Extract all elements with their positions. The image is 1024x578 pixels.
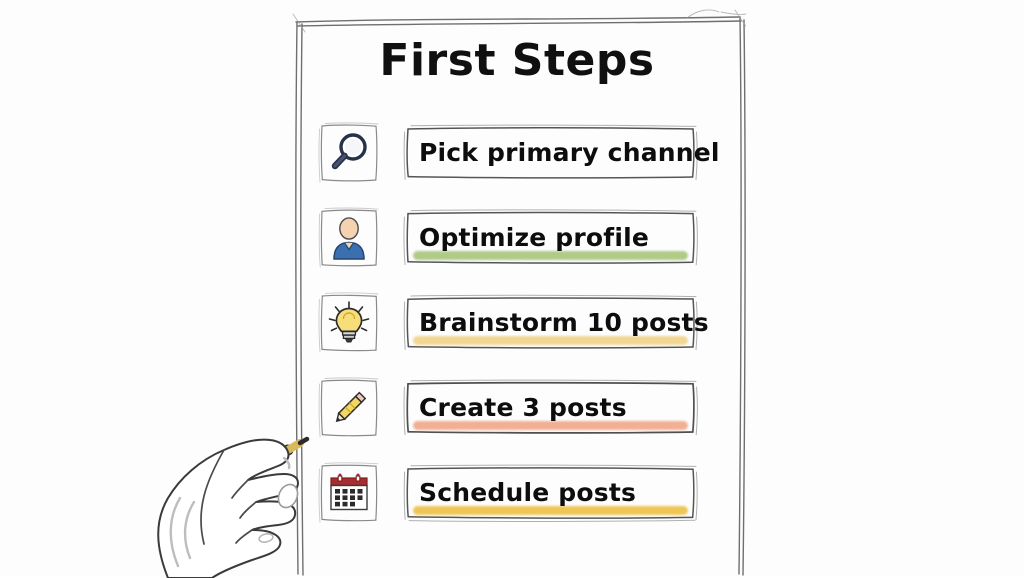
label-highlight [413, 421, 688, 430]
icon-container [318, 207, 380, 269]
checklist-label: Create 3 posts [419, 392, 627, 422]
label-highlight [413, 251, 688, 260]
label-container[interactable]: Create 3 posts [403, 379, 698, 437]
checklist-row[interactable]: Pick primary channel [318, 122, 720, 188]
icon-container [318, 292, 380, 354]
label-container[interactable]: Brainstorm 10 posts [403, 294, 709, 352]
magnifying-glass-icon [331, 133, 367, 170]
label-container[interactable]: Pick primary channel [403, 124, 720, 182]
checklist-row[interactable]: Optimize profile [318, 207, 698, 273]
label-highlight [413, 506, 688, 515]
checklist-row[interactable]: Schedule posts [318, 462, 698, 528]
checklist-label: Pick primary channel [419, 137, 720, 167]
calendar-icon [330, 473, 368, 511]
icon-container [318, 122, 380, 184]
checklist-row[interactable]: Create 3 posts [318, 377, 698, 443]
label-container[interactable]: Schedule posts [403, 464, 698, 522]
checklist-label: Brainstorm 10 posts [419, 307, 709, 337]
checklist-label: Schedule posts [419, 477, 637, 507]
icon-container [318, 462, 380, 524]
checklist-row[interactable]: Brainstorm 10 posts [318, 292, 709, 358]
board-title: First Steps [379, 35, 655, 86]
pen-icon [176, 436, 310, 516]
person-avatar-icon [333, 217, 365, 260]
label-container[interactable]: Optimize profile [403, 209, 698, 267]
checklist-label: Optimize profile [419, 222, 650, 252]
pencil-icon [335, 391, 367, 423]
icon-container [318, 377, 380, 439]
label-highlight [413, 336, 688, 345]
lightbulb-icon [328, 301, 370, 343]
